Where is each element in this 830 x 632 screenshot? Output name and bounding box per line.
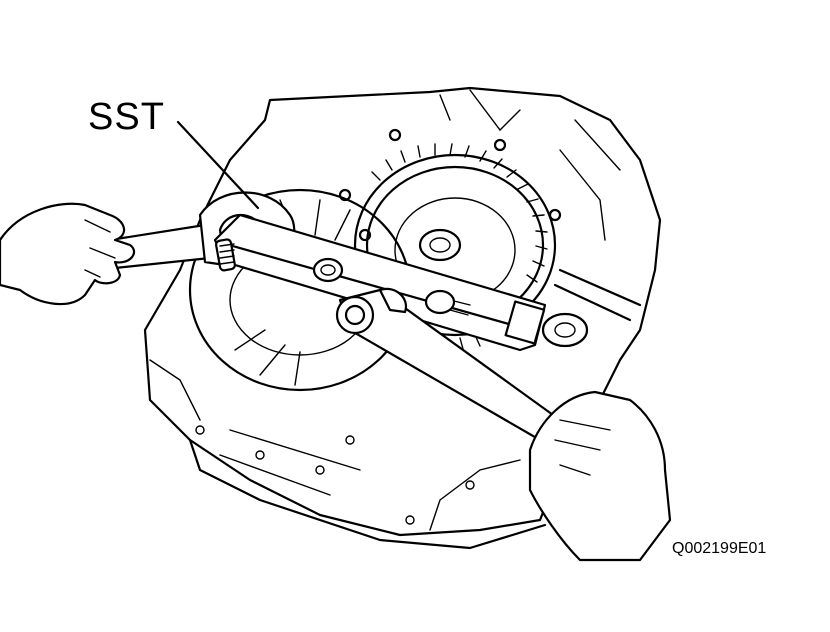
sst-leader-line bbox=[176, 120, 260, 210]
sst-tool-bar bbox=[213, 213, 547, 352]
retainer-bolts bbox=[338, 128, 562, 242]
sst-label: SST bbox=[88, 96, 165, 138]
lever-pin bbox=[541, 268, 642, 348]
left-hand bbox=[0, 202, 136, 306]
right-hand bbox=[528, 390, 672, 562]
ring-gear bbox=[353, 143, 557, 351]
figure-id: Q002199E01 bbox=[672, 540, 767, 557]
right-wrench bbox=[335, 287, 562, 442]
